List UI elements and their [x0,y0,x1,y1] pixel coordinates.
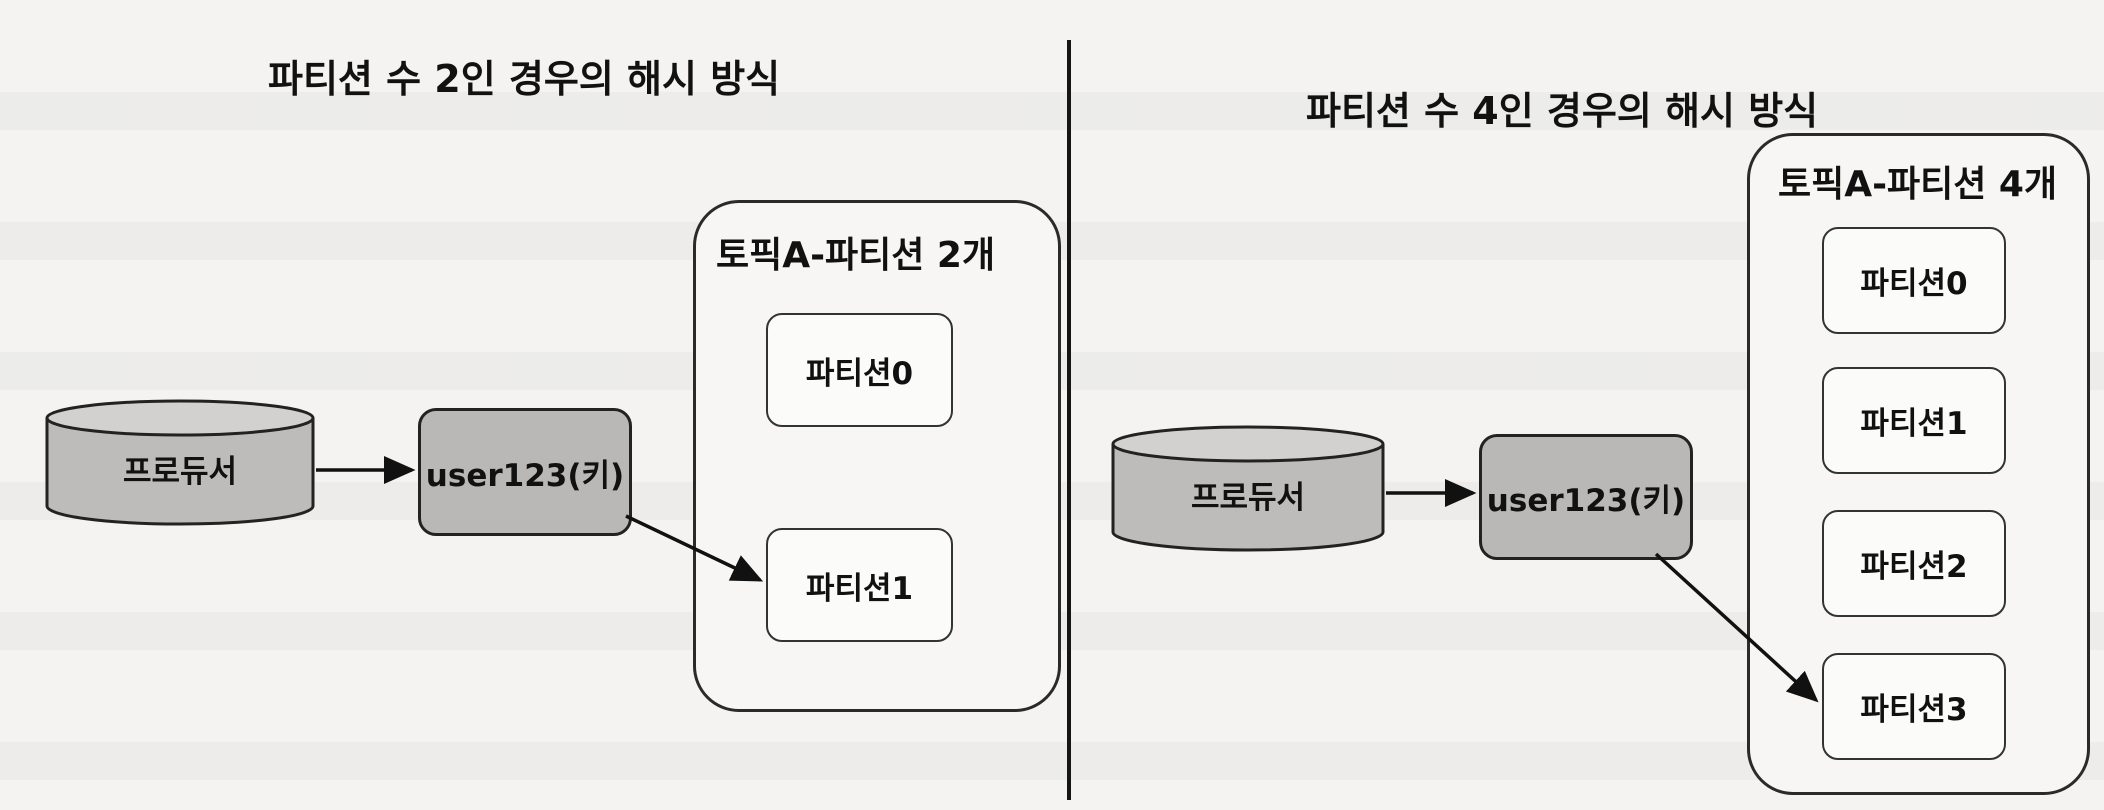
right-partition-1: 파티션1 [1822,367,2006,474]
right-topic-label: 토픽A-파티션 4개 [1778,164,2058,205]
left-producer-cylinder [45,399,315,526]
left-title: 파티션 수 2인 경우의 해시 방식 [268,57,781,101]
right-partition-3: 파티션3 [1822,653,2006,760]
left-key-to-partition1-arrow [625,514,764,582]
panel-divider [1067,40,1071,800]
right-partition-2: 파티션2 [1822,510,2006,617]
right-partition-0: 파티션0 [1822,227,2006,334]
left-key-box: user123(키) [418,408,632,536]
right-key-box: user123(키) [1479,434,1693,560]
left-topic-label: 토픽A-파티션 2개 [716,235,996,276]
right-title: 파티션 수 4인 경우의 해시 방식 [1306,89,1819,133]
left-partition-1: 파티션1 [766,528,953,642]
right-key-to-partition3-arrow [1654,552,1819,703]
right-producer-label: 프로듀서 [1190,479,1306,516]
left-partition-0: 파티션0 [766,313,953,427]
right-producer-cylinder [1111,425,1385,552]
left-producer-label: 프로듀서 [122,453,238,490]
